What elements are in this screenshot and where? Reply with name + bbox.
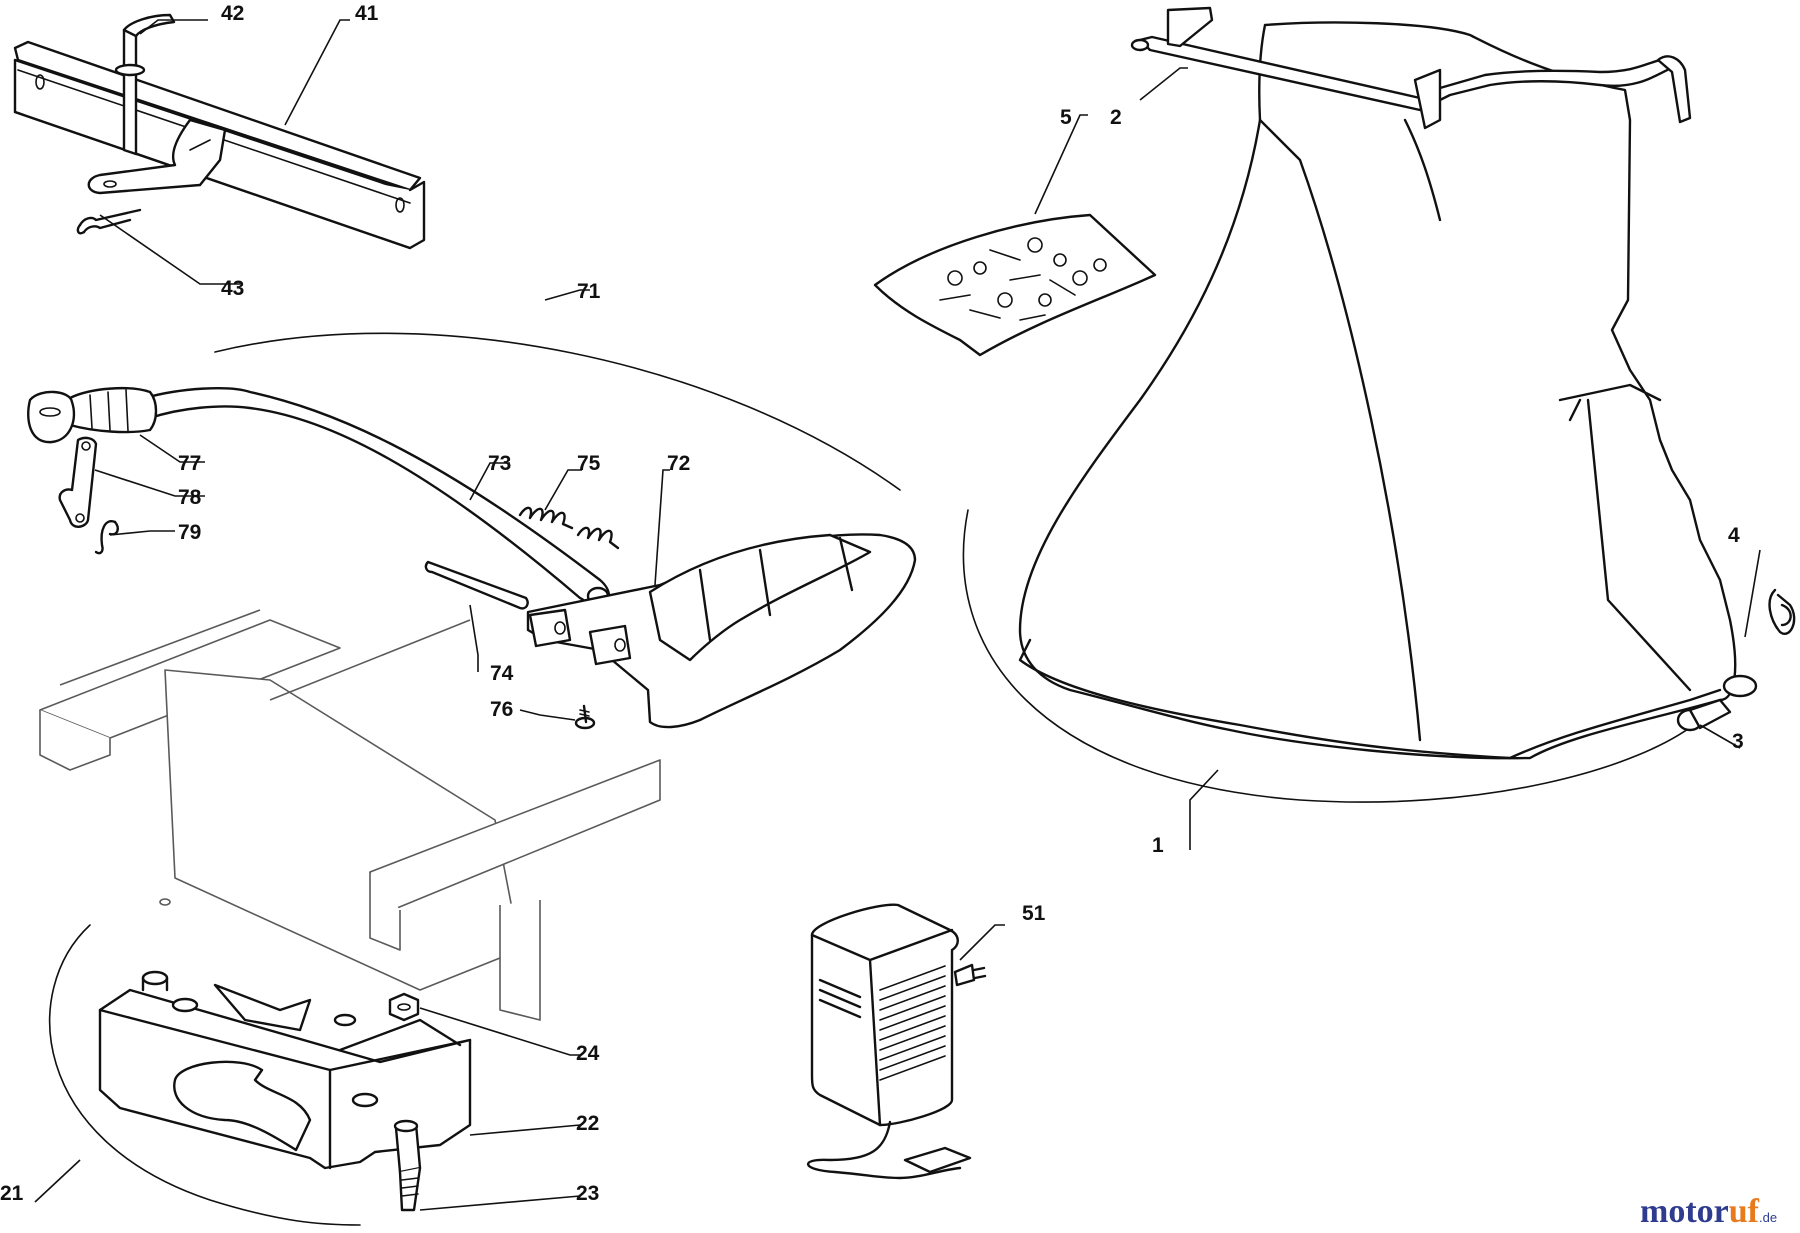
lever-grip-77	[27, 387, 158, 444]
rod-74	[424, 560, 529, 610]
part-number-21: 21	[0, 1182, 24, 1205]
part-number-labels: 1 2 3 4 5 21 22 23 24 41 42 43 51 71 72 …	[0, 2, 1744, 1205]
part-number-1: 1	[1152, 834, 1164, 857]
group-arc-71	[214, 332, 901, 491]
part-number-4: 4	[1728, 524, 1740, 547]
bolt-23	[393, 1119, 422, 1212]
part-number-51: 51	[1022, 902, 1046, 925]
part-number-41: 41	[355, 2, 379, 25]
part-number-43: 43	[221, 277, 244, 300]
part-number-76: 76	[490, 698, 513, 721]
hardware-bag-5	[873, 213, 1157, 357]
part-number-42: 42	[221, 2, 244, 25]
control-lever-73	[143, 386, 611, 608]
battery-charger-51	[807, 903, 987, 1180]
chute-deflector-72	[526, 533, 917, 729]
lower-frame-pin-3	[1676, 674, 1758, 732]
mower-frame-outline	[39, 609, 661, 1021]
part-number-2: 2	[1110, 106, 1122, 129]
part-number-75: 75	[577, 452, 601, 475]
leader-lines	[34, 19, 1761, 1211]
watermark-suffix: .de	[1759, 1210, 1777, 1225]
watermark-part1: motor	[1640, 1193, 1729, 1230]
cotter-pin-43	[76, 208, 142, 235]
part-number-78: 78	[178, 486, 202, 509]
watermark-part2: uf	[1729, 1193, 1760, 1230]
part-number-74: 74	[490, 662, 514, 685]
group-arc-21	[49, 924, 361, 1226]
part-number-79: 79	[178, 521, 201, 544]
part-number-22: 22	[576, 1112, 599, 1135]
part-number-73: 73	[488, 452, 511, 475]
part-number-71: 71	[577, 280, 601, 303]
counterweight-22	[98, 970, 472, 1170]
watermark-text: motoruf.de	[1640, 1193, 1777, 1230]
group-arc-1	[962, 509, 1701, 803]
hitch-plate	[87, 118, 227, 195]
part-number-24: 24	[576, 1042, 600, 1065]
screw-76	[574, 704, 596, 730]
catcher-lower-frame	[1018, 398, 1722, 760]
part-number-5: 5	[1060, 106, 1072, 129]
nut-24	[388, 992, 420, 1022]
latch-plate-78	[58, 436, 98, 528]
watermark-logo: motoruf.de	[1640, 1193, 1777, 1230]
spring-clip-79	[94, 520, 119, 555]
springs-75	[518, 506, 620, 550]
part-number-77: 77	[178, 452, 201, 475]
grass-catcher-bag	[1018, 21, 1737, 760]
part-number-23: 23	[576, 1182, 599, 1205]
part-number-3: 3	[1732, 730, 1744, 753]
catcher-top-frame	[1130, 6, 1692, 130]
hairpin-clip-4	[1768, 588, 1796, 635]
part-number-72: 72	[667, 452, 690, 475]
